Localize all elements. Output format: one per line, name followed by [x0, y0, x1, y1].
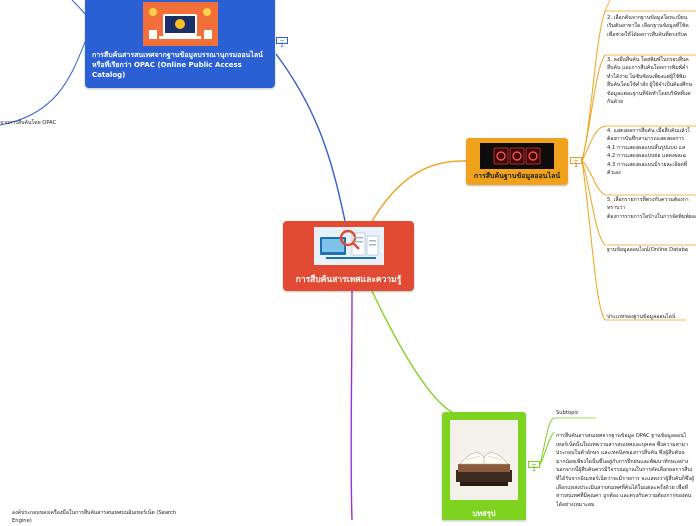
database-display-icon — [480, 143, 554, 169]
summary-topic-label: บทสรุป — [472, 509, 496, 518]
opac-topic-node[interactable]: การสืบค้นสารสนเทศจากฐานข้อมูลบรรณานุกรมอ… — [85, 0, 275, 88]
summary-subtopic[interactable]: Subtopic — [556, 410, 579, 416]
online-library-icon — [143, 2, 218, 46]
topic-step-3[interactable]: 3. ลงมือสืบค้น โดยพิมพ์ในกรอบสืบค สืบค้น… — [607, 57, 692, 106]
central-topic[interactable]: การสืบค้นสารเทศและความรู้ — [283, 221, 414, 291]
search-documents-icon — [313, 227, 384, 265]
central-topic-label: การสืบค้นสารเทศและความรู้ — [295, 275, 402, 285]
topic-step-5[interactable]: 5. เลือกรายการที่ตรงกับความต้องกา ทราบว่… — [607, 197, 696, 220]
topic-search-engine-components[interactable]: องค์ประกอบของเครื่องมือในการสืบค้นสารสนเ… — [12, 510, 177, 525]
open-book-icon — [450, 420, 518, 500]
opac-topic-label: การสืบค้นสารสนเทศจากฐานข้อมูลบรรณานุกรมอ… — [92, 51, 263, 79]
online-database-topic-label: การสืบค้นฐานข้อมูลออนไลน์ — [473, 172, 561, 180]
opac-collapse-toggle[interactable]: − 1 — [276, 37, 288, 49]
online-database-collapse-toggle[interactable]: − 1 — [570, 157, 582, 169]
topic-opac-search-results[interactable]: จากการสืบค้นโดย OPAC — [0, 120, 57, 126]
topic-step-2[interactable]: 2. เลือกค้นจากฐานข้อมูลใดทะเบียน เริ่มต้… — [607, 15, 689, 38]
topic-online-database-types[interactable]: ประเภทของฐานข้อมูลออนไลน์ — [607, 314, 676, 320]
topic-online-database[interactable]: ฐานข้อมูลออนไลน์(Online Databa — [607, 247, 688, 253]
summary-topic-node[interactable]: บทสรุป — [442, 412, 526, 520]
topic-step-4[interactable]: 4. แสดงผลการสืบค้น เมื่อสืบค้นแล้วไ ต้อง… — [607, 128, 691, 177]
summary-collapse-toggle[interactable]: − 1 — [528, 461, 540, 473]
online-database-topic-node[interactable]: การสืบค้นฐานข้อมูลออนไลน์ — [466, 138, 568, 185]
summary-conclusion-text[interactable]: การสืบค้นสารสนเทศจากฐานข้อมูล OPAC ฐานข้… — [556, 433, 695, 508]
